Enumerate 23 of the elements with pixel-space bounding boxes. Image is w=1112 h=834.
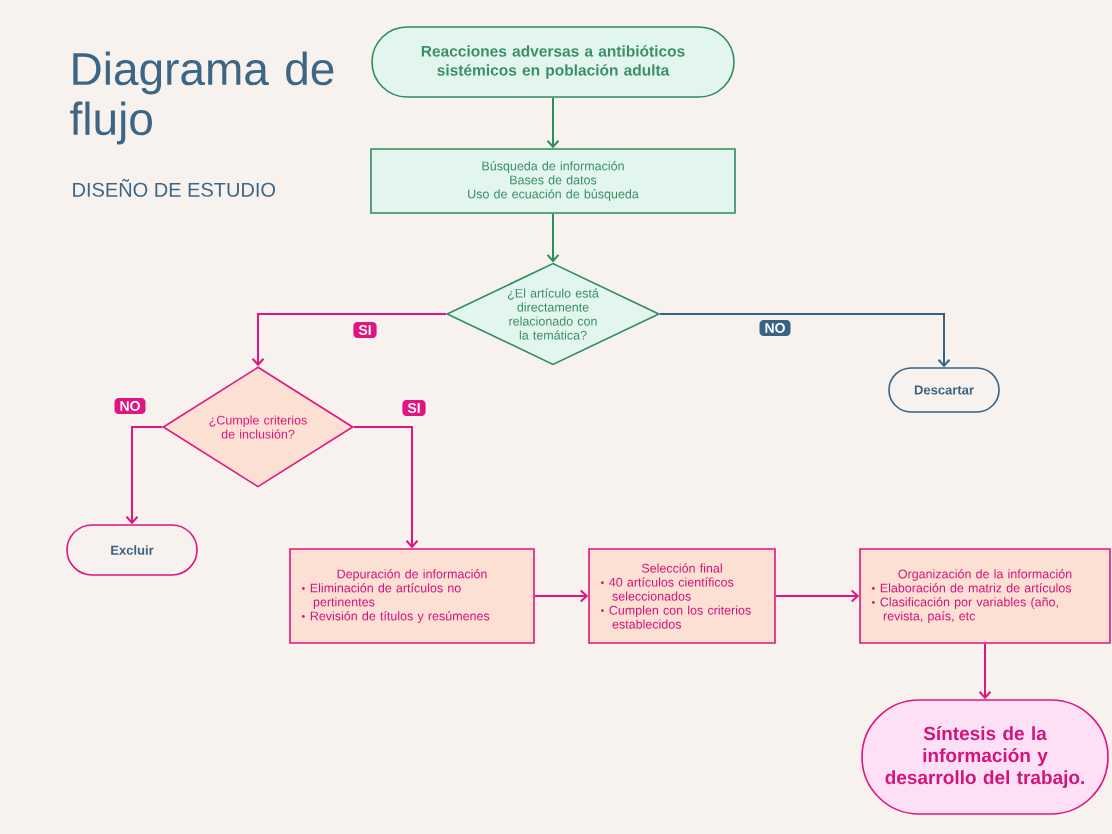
terminal-box: Descartar — [888, 367, 1000, 413]
subtitle: DISEÑO DE ESTUDIO — [73, 179, 276, 197]
edge-label: NO — [759, 320, 791, 336]
arrow — [125, 426, 164, 525]
arrow — [546, 212, 560, 263]
terminal-box: Excluir — [66, 524, 198, 576]
process-box: Selección final 40 artículos científicos seleccionados Cumplen con los criterios establecidos — [588, 548, 776, 644]
edge-label: NO — [114, 398, 146, 414]
process-box: Organización de la información Elaboración de matriz de artículos Clasificación por variables (año, revista, país, etc — [859, 548, 1111, 644]
terminal-box: Síntesis de la información y desarrollo del trabajo. — [861, 699, 1109, 815]
arrow — [978, 642, 992, 700]
process-box: Depuración de información Eliminación de artículos no pertinentes Revisión de títulos y resúmenes — [289, 548, 535, 644]
arrow — [352, 426, 419, 549]
title: Diagrama de flujo — [70, 51, 334, 145]
arrow — [533, 589, 589, 603]
arrow — [774, 589, 860, 603]
process-box: Búsqueda de información Bases de datos Uso de ecuación de búsqueda — [370, 148, 736, 214]
edge-label: SI — [402, 400, 426, 416]
edge-label: SI — [353, 322, 377, 338]
arrow — [251, 313, 448, 367]
arrow — [658, 313, 951, 368]
arrow — [546, 96, 560, 149]
terminal-box: Reacciones adversas a antibióticos sistémicos en población adulta — [371, 26, 735, 98]
